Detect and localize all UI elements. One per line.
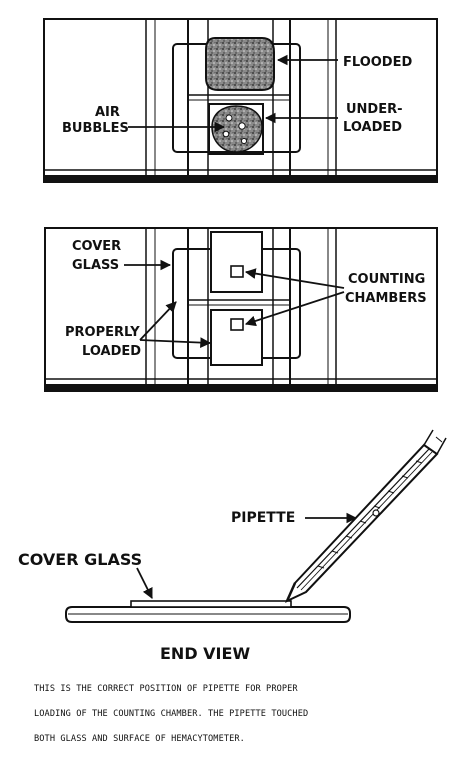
slide-base-top (43, 175, 438, 183)
label-cover-line1: COVER (72, 239, 121, 254)
label-properly-line1: PROPERLY (65, 325, 140, 340)
pipette (284, 429, 447, 604)
arrow-properly-up (139, 301, 177, 341)
arrow-cover-glass-end (136, 567, 153, 599)
label-cover-line2: GLASS (72, 258, 119, 273)
label-flooded: FLOODED (343, 55, 412, 70)
caption-line-3: BOTH GLASS AND SURFACE OF HEMACYTOMETER. (34, 734, 245, 745)
slide-base-middle (44, 384, 438, 392)
label-underloaded-line2: LOADED (343, 120, 402, 135)
label-properly-line2: LOADED (82, 344, 141, 359)
air-bubbles (222, 114, 247, 144)
chamber-upper-loaded (210, 231, 263, 293)
arrow-properly-down (139, 337, 212, 348)
underloaded-chamber-frame (208, 103, 264, 155)
caption-line-2: LOADING OF THE COUNTING CHAMBER. THE PIP… (34, 709, 309, 720)
label-pipette: PIPETTE (231, 510, 295, 526)
label-underloaded-line1: UNDER- (346, 102, 403, 117)
underloaded-chamber (211, 105, 263, 153)
label-cover-glass-end: COVER GLASS (18, 550, 142, 569)
figure-caption: THIS IS THE CORRECT POSITION OF PIPETTE … (34, 671, 454, 758)
label-counting-line1: COUNTING (348, 272, 425, 287)
counting-grid-lower (230, 318, 244, 331)
cover-glass-end-view (130, 600, 292, 608)
label-air-line1: AIR (95, 105, 120, 120)
label-counting-line2: CHAMBERS (345, 291, 427, 306)
label-end-view: END VIEW (160, 644, 250, 663)
counting-grid-upper (230, 265, 244, 278)
arrow-chamber-upper (244, 268, 345, 289)
pipette-bulb-mark (372, 509, 380, 517)
arrow-chamber-lower (244, 291, 345, 327)
label-air-line2: BUBBLES (62, 121, 129, 136)
flooded-chamber (205, 37, 275, 91)
caption-line-1: THIS IS THE CORRECT POSITION OF PIPETTE … (34, 684, 298, 695)
pipette-graduations (317, 460, 423, 569)
hemacytometer-diagram: FLOODED UNDER- LOADED AIR BUBBLES COVER … (18, 18, 447, 663)
